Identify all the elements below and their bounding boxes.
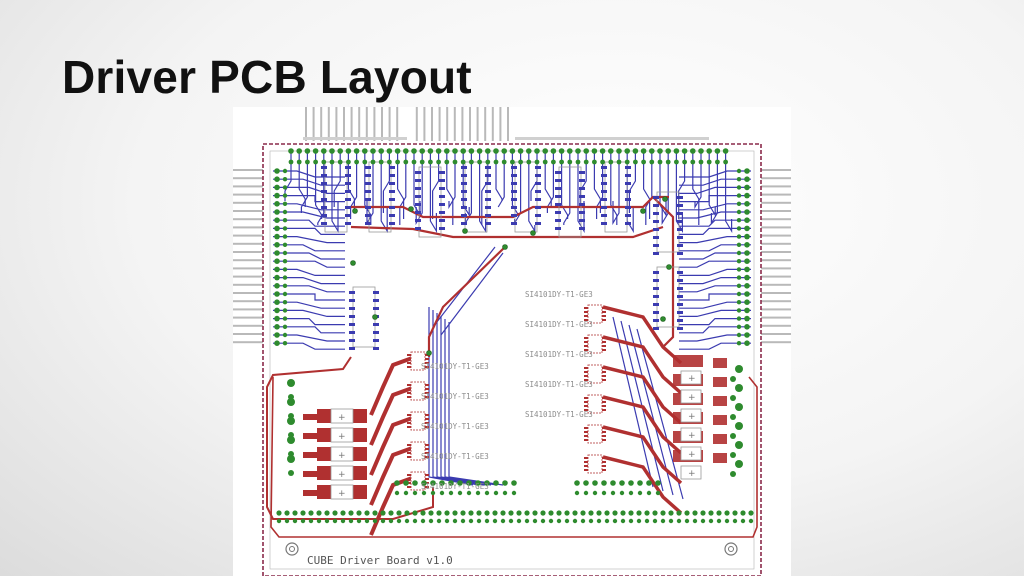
svg-text:+: +: [688, 374, 696, 384]
silkscreen-labels: SI4101DY-T1-GE3SI4101DY-T1-GE3SI4101DY-T…: [421, 290, 593, 491]
mounting-hole-right: [724, 542, 738, 556]
svg-text:+: +: [688, 450, 696, 460]
svg-text:+: +: [338, 451, 346, 461]
components: + + + + + + + + + + +: [321, 161, 702, 500]
part-label: SI4101DY-T1-GE3: [421, 392, 489, 401]
mounting-hole-left: [285, 542, 299, 556]
board-outline: [262, 143, 762, 576]
part-label: SI4101DY-T1-GE3: [525, 290, 593, 299]
part-label: SI4101DY-T1-GE3: [525, 380, 593, 389]
part-label: SI4101DY-T1-GE3: [421, 362, 489, 371]
svg-text:+: +: [338, 432, 346, 442]
part-label: SI4101DY-T1-GE3: [525, 410, 593, 419]
part-label: SI4101DY-T1-GE3: [421, 452, 489, 461]
part-label: SI4101DY-T1-GE3: [525, 320, 593, 329]
slide-title: Driver PCB Layout: [62, 51, 472, 103]
connector-pins: [233, 107, 791, 344]
board-label: CUBE Driver Board v1.0: [307, 554, 453, 567]
svg-text:+: +: [338, 489, 346, 499]
svg-text:+: +: [688, 431, 696, 441]
part-label: SI4101DY-T1-GE3: [421, 482, 489, 491]
svg-text:+: +: [688, 393, 696, 403]
svg-text:+: +: [688, 469, 696, 479]
part-label: SI4101DY-T1-GE3: [421, 422, 489, 431]
svg-text:+: +: [338, 470, 346, 480]
part-label: SI4101DY-T1-GE3: [525, 350, 593, 359]
svg-text:+: +: [688, 412, 696, 422]
pads: [274, 148, 754, 524]
svg-text:+: +: [338, 413, 346, 423]
